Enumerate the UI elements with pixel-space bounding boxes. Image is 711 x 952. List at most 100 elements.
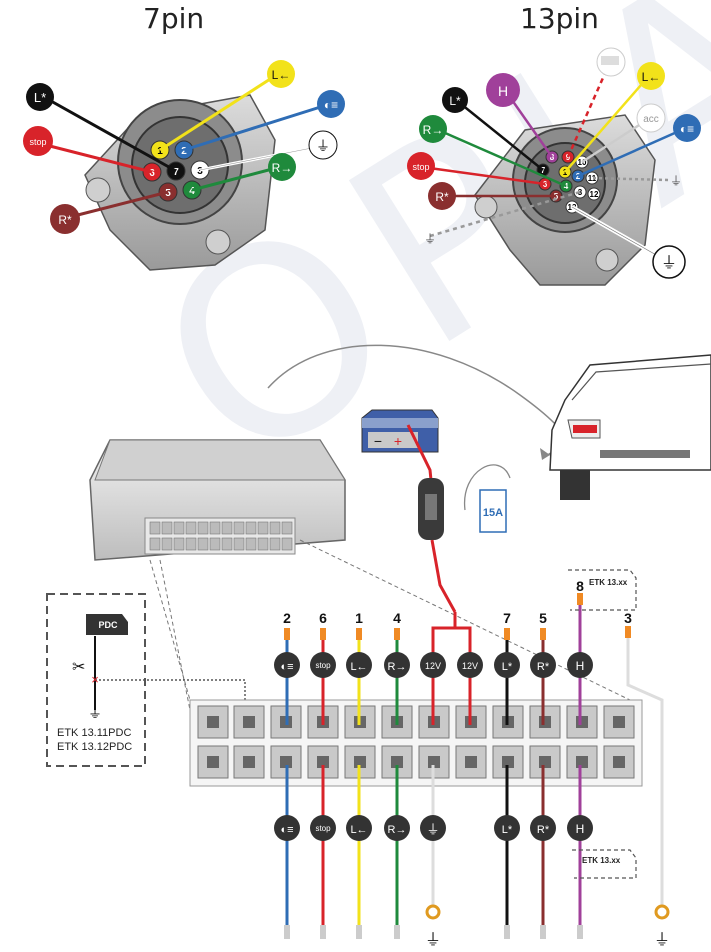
pin-13-8: 8	[550, 153, 555, 162]
svg-text:R*: R*	[58, 213, 72, 227]
pin-label-6: 6	[319, 610, 327, 626]
svg-text:L←: L←	[272, 68, 291, 82]
symbols-7pin: L* L← ◐≡ ⏚ R→ stop R*	[23, 60, 345, 234]
symbols-bottom-row: ◐≡ stop L← R→ ⏚ L* R* H	[274, 815, 593, 841]
svg-text:⏚: ⏚	[316, 138, 330, 154]
fuse-holder: 15A	[406, 424, 511, 613]
pin-7-2: 2	[181, 146, 187, 157]
svg-text:stop: stop	[315, 661, 331, 670]
svg-text:⏚: ⏚	[661, 254, 677, 272]
ground-icon: ⏚	[88, 705, 102, 721]
title-7pin: 7pin	[143, 2, 205, 35]
pin-13-9: 9	[566, 153, 571, 162]
pin-label-2: 2	[283, 610, 291, 626]
pin-7-1: 1	[157, 146, 163, 157]
pin-13-3: 3	[578, 188, 583, 197]
svg-text:◐≡: ◐≡	[680, 122, 694, 136]
pin-label-3: 3	[624, 610, 632, 626]
fuse-rating: 15A	[483, 507, 503, 519]
ground-icon: ⏚	[424, 232, 436, 246]
ground-icon: ⏚	[654, 931, 670, 949]
connector-block	[189, 699, 643, 787]
pin-7-7: 7	[173, 167, 179, 178]
pdc-label: PDC	[98, 620, 118, 630]
etk-tag-top	[568, 569, 637, 611]
reverse-light-icon	[50, 204, 80, 234]
pin-7-3: 3	[197, 166, 203, 177]
leads-7pin	[37, 72, 331, 220]
etk-label-top: ETK 13.xx	[589, 578, 628, 587]
pin-13-7: 7	[541, 166, 546, 175]
ground-terminals: ⏚ ⏚	[425, 904, 670, 949]
ground-icon	[308, 130, 338, 160]
arrow-head	[540, 448, 550, 460]
reverse-icon	[486, 73, 520, 107]
svg-text:12V: 12V	[462, 661, 478, 671]
svg-text:L←: L←	[642, 70, 661, 84]
pdc-box: PDC ✂ × ⏚	[46, 593, 146, 767]
rear-fog-icon	[26, 83, 54, 111]
pin-label-5: 5	[539, 610, 547, 626]
ground-icon: ⏚	[425, 931, 441, 949]
pin-label-1: 1	[355, 610, 363, 626]
svg-text:H: H	[576, 659, 585, 673]
svg-text:R→: R→	[423, 123, 444, 137]
stop-icon	[23, 126, 53, 156]
ground-icon: ⏚	[670, 174, 682, 188]
socket-13pin	[474, 114, 656, 286]
cut-mark-icon: ×	[91, 672, 99, 687]
svg-text:L*: L*	[502, 661, 513, 673]
wire-tips-bottom	[284, 925, 583, 939]
pin-13-5: 5	[554, 192, 559, 201]
pdc-note-line2: ETK 13.12PDC	[57, 741, 133, 753]
svg-text:R→: R→	[388, 661, 407, 673]
etk-tag-bottom	[572, 849, 637, 879]
svg-text:stop: stop	[29, 137, 46, 147]
svg-text:−: −	[374, 433, 382, 449]
etk-label-bottom: ETK 13.xx	[582, 856, 621, 865]
svg-text:stop: stop	[412, 162, 429, 172]
ground-icon	[652, 245, 686, 279]
symbols-13pin: L* H L← acc ◐≡ R→ stop R* ⏚ ⏚ ⏚	[407, 47, 701, 279]
svg-text:12V: 12V	[425, 661, 441, 671]
pin-label-4: 4	[393, 610, 401, 626]
pin-label-8: 8	[576, 578, 584, 594]
svg-text:L*: L*	[34, 90, 46, 105]
svg-text:H: H	[576, 822, 585, 836]
svg-text:L←: L←	[350, 824, 367, 836]
svg-text:stop: stop	[315, 824, 331, 833]
wire-tips-top	[284, 593, 631, 640]
svg-text:◐≡: ◐≡	[280, 661, 293, 673]
acc-icon	[636, 103, 666, 133]
right-indicator-icon	[268, 153, 296, 181]
svg-text:L*: L*	[502, 824, 513, 836]
svg-text:R*: R*	[435, 190, 449, 204]
title-13pin: 13pin	[520, 2, 599, 35]
svg-text:◐≡: ◐≡	[280, 824, 293, 836]
pin-13-1: 1	[563, 168, 568, 177]
pin-label-7: 7	[503, 610, 511, 626]
svg-text:acc: acc	[643, 114, 659, 125]
svg-text:R→: R→	[388, 824, 407, 836]
control-module	[89, 439, 346, 561]
pin-13-4: 4	[564, 182, 569, 191]
wires-bottom	[285, 765, 582, 925]
svg-text:⏚: ⏚	[426, 822, 439, 837]
scissors-icon: ✂	[72, 659, 85, 676]
car-rear	[549, 354, 711, 500]
svg-text:R→: R→	[272, 161, 293, 175]
left-indicator-icon	[267, 60, 295, 88]
svg-text:+: +	[394, 433, 402, 449]
svg-text:H: H	[498, 83, 508, 99]
fog-lamp-icon	[317, 90, 345, 118]
svg-text:R*: R*	[537, 824, 550, 836]
symbols-top-row: ◐≡ stop L← R→ 12V 12V L* R* H	[274, 652, 593, 678]
battery-icon: + −	[361, 409, 439, 453]
pin-13-12: 12	[590, 190, 599, 199]
pin-7-6: 6	[149, 168, 155, 179]
svg-text:L*: L*	[449, 94, 461, 108]
svg-text:L←: L←	[350, 661, 367, 673]
pdc-note-line1: ETK 13.11PDC	[57, 727, 132, 739]
pin-7-4: 4	[189, 186, 195, 197]
